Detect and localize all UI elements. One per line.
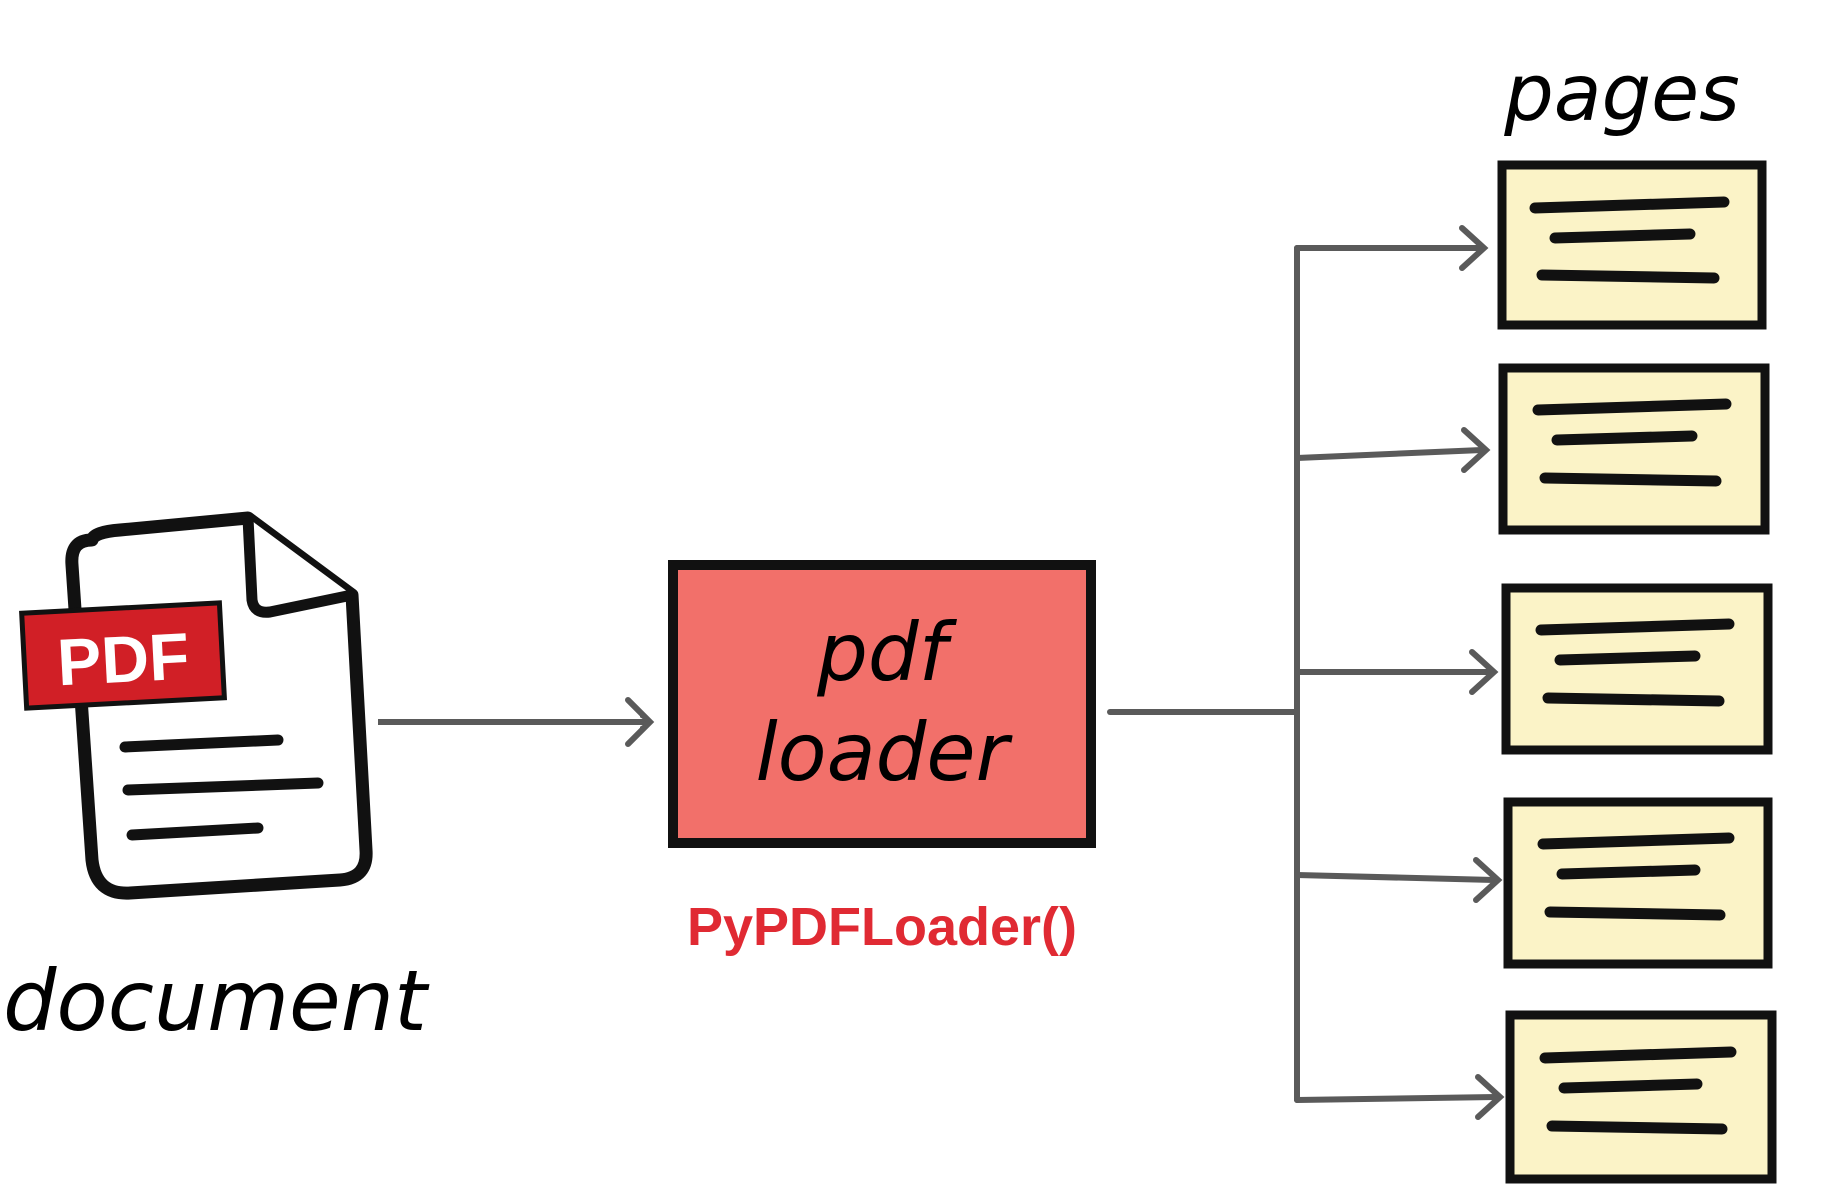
fan-out-connector: [1107, 225, 1505, 1120]
page-card-page-5: [1505, 1010, 1777, 1184]
arrowhead-loader: [625, 697, 655, 747]
page-card-page-2: [1498, 363, 1770, 535]
branch-arrow-page-5: [1294, 1094, 1499, 1103]
page-card-icon: [1505, 1010, 1777, 1184]
page-card-icon: [1501, 583, 1773, 755]
pdf-loader-box: pdf loader: [668, 560, 1096, 848]
page-card-page-1: [1497, 160, 1767, 330]
loader-caption: PyPDFLoader(): [687, 897, 1077, 957]
page-card-icon: [1498, 363, 1770, 535]
branch-arrow-page-2: [1294, 447, 1485, 461]
page-card-page-4: [1503, 797, 1773, 969]
branch-arrowhead-page-3: [1469, 649, 1499, 695]
loader-box-line2: loader: [755, 706, 1013, 799]
pdf-badge-text: PDF: [55, 619, 191, 700]
document-folded-corner: [242, 517, 354, 618]
branch-arrowhead-page-5: [1475, 1074, 1505, 1120]
page-card-icon: [1497, 160, 1767, 330]
document-label: document: [3, 952, 430, 1050]
branch-arrowhead-page-1: [1459, 225, 1489, 271]
page-card-icon: [1503, 797, 1773, 969]
branch-arrow-page-4: [1294, 872, 1497, 883]
loader-box-rect: [668, 560, 1096, 848]
pdf-document-icon: PDF: [19, 511, 373, 900]
pages-label: pages: [1503, 49, 1739, 139]
pdf-badge: [19, 600, 228, 711]
document-text-line: [119, 734, 284, 753]
document-text-line: [126, 822, 264, 841]
branch-arrowhead-page-4: [1473, 857, 1503, 903]
document-text-line: [122, 777, 324, 796]
branch-arrowhead-page-2: [1461, 427, 1491, 473]
loader-box-line1: pdf: [816, 606, 958, 699]
page-card-page-3: [1501, 583, 1773, 755]
